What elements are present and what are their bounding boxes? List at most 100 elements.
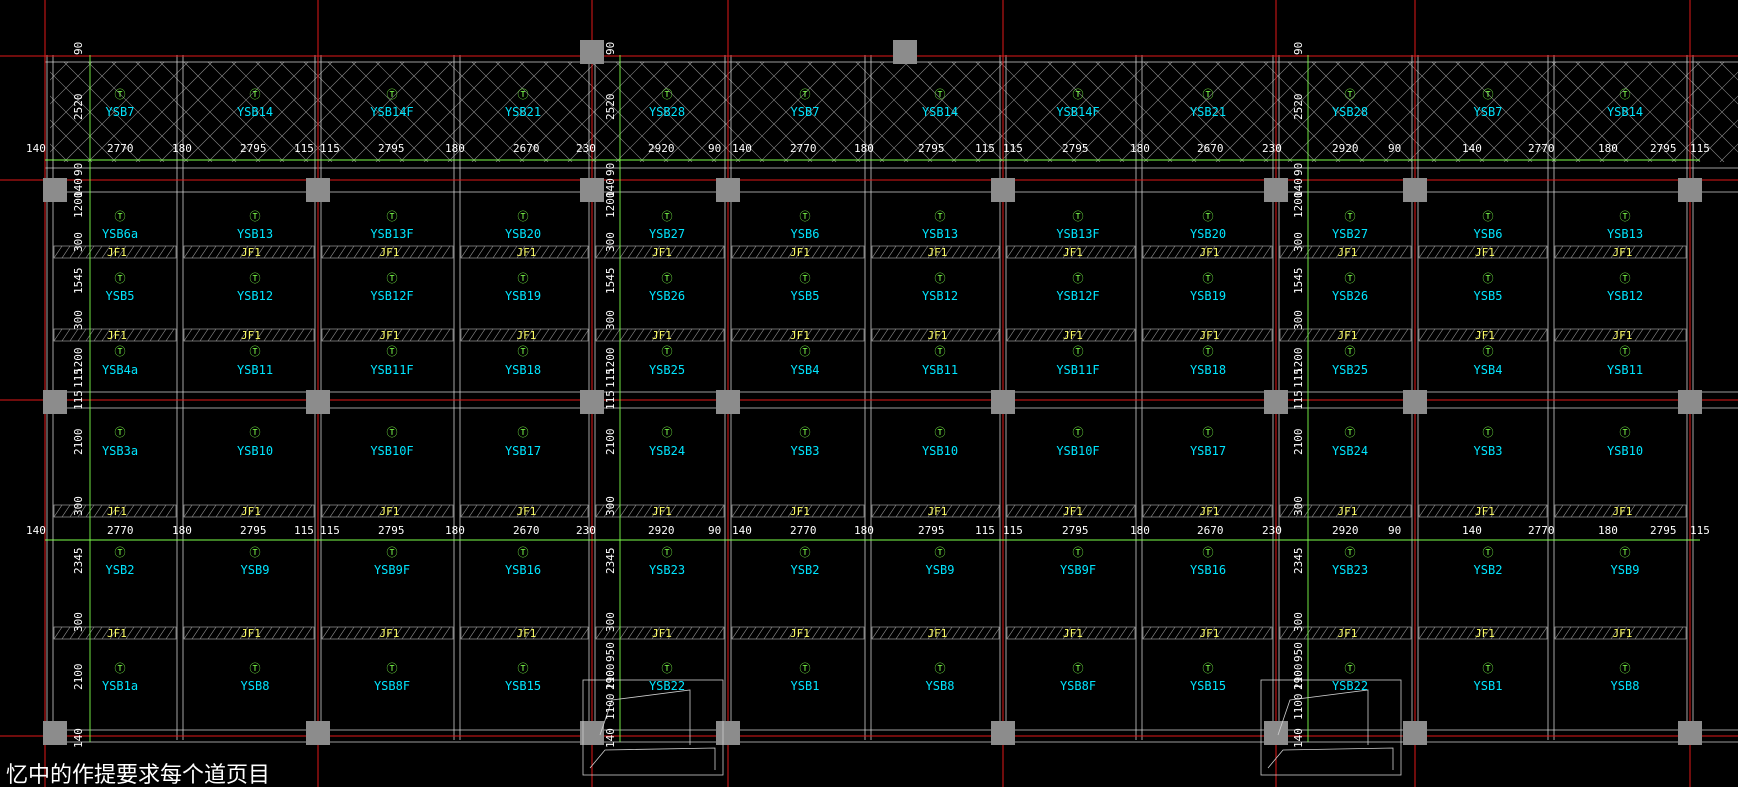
joint-hatch — [109, 504, 119, 518]
joint-hatch — [1383, 626, 1393, 640]
joint-hatch — [1327, 245, 1337, 259]
hatch-lines — [50, 62, 1738, 162]
hatch-line — [1359, 62, 1461, 162]
joint-hatch — [903, 245, 913, 259]
joint-hatch — [1078, 504, 1088, 518]
joint-hatch — [811, 626, 821, 640]
joint-hatch — [1434, 245, 1444, 259]
panel-label: YSB5 — [106, 289, 135, 303]
joint-hatch — [572, 245, 582, 259]
panel-symbol-icon: Ⓣ — [387, 546, 398, 559]
column-block — [716, 721, 740, 745]
joint-hatch — [755, 328, 765, 342]
joint-hatch — [385, 328, 395, 342]
joint-hatch — [1062, 245, 1072, 259]
joint-hatch — [468, 504, 478, 518]
dimension-label: 90 — [604, 163, 617, 176]
panel-label: YSB14 — [237, 105, 273, 119]
stair-line — [1267, 747, 1394, 770]
joint-hatch — [1650, 328, 1660, 342]
joint-hatch — [263, 504, 273, 518]
joint-hatch — [1594, 504, 1604, 518]
joint-hatch — [755, 504, 765, 518]
panel-label: YSB27 — [649, 227, 685, 241]
joint-hatch — [1458, 328, 1468, 342]
joint-hatch — [1570, 245, 1580, 259]
panel-symbol-icon: Ⓣ — [935, 546, 946, 559]
joint-hatch — [1522, 504, 1532, 518]
panel-label: YSB11 — [1607, 363, 1643, 377]
panel-symbol-icon: Ⓣ — [1203, 345, 1214, 358]
dimension-label: 115 — [294, 524, 314, 537]
joint-hatch — [1030, 245, 1040, 259]
panel-label: YSB14F — [1056, 105, 1099, 119]
hatch-line — [50, 143, 69, 162]
joint-hatch — [1562, 328, 1572, 342]
joint-hatch — [1214, 626, 1224, 640]
joint-hatch — [361, 626, 371, 640]
joint-hatch — [919, 626, 929, 640]
joint-label: JF1 — [1200, 329, 1220, 342]
hatch-line — [279, 62, 381, 162]
joint-label: JF1 — [1200, 246, 1220, 259]
hatch-line — [135, 62, 237, 162]
panel-label: YSB9 — [1611, 563, 1640, 577]
joint-hatch — [1498, 328, 1508, 342]
joint-hatch — [1126, 504, 1136, 518]
panel-symbol-icon: Ⓣ — [1620, 345, 1631, 358]
column-block — [43, 721, 67, 745]
joint-hatch — [231, 626, 241, 640]
joint-hatch — [417, 504, 427, 518]
joint-hatch — [919, 504, 929, 518]
joint-hatch — [1498, 245, 1508, 259]
panel-label: YSB12F — [370, 289, 413, 303]
hatch-line — [687, 62, 789, 162]
hatch-line — [1527, 62, 1629, 162]
joint-label: JF1 — [652, 329, 672, 342]
joint-hatch — [1530, 626, 1540, 640]
panel-label: YSB6 — [791, 227, 820, 241]
joint-hatch — [580, 245, 590, 259]
joint-hatch — [635, 504, 645, 518]
dimension-label: 300 — [1292, 232, 1305, 252]
column-block — [1403, 178, 1427, 202]
joint-hatch — [651, 328, 661, 342]
column-block — [1403, 390, 1427, 414]
joint-hatch — [851, 245, 861, 259]
joint-hatch — [484, 504, 494, 518]
joint-hatch — [239, 328, 249, 342]
hatch-line — [1215, 62, 1317, 162]
joint-hatch — [1287, 328, 1297, 342]
panel-symbol-icon: Ⓣ — [1073, 88, 1084, 101]
joint-hatch — [101, 245, 111, 259]
joint-hatch — [271, 626, 281, 640]
joint-strip — [1142, 328, 1273, 342]
joint-hatch — [843, 626, 853, 640]
joint-hatch — [1650, 626, 1660, 640]
joint-hatch — [1102, 504, 1112, 518]
hatch-line — [423, 62, 525, 162]
joint-hatch — [516, 245, 526, 259]
joint-hatch — [1262, 504, 1272, 518]
panel-symbol-icon: Ⓣ — [800, 210, 811, 223]
joint-hatch — [1319, 245, 1329, 259]
joint-hatch — [595, 245, 605, 259]
joint-hatch — [1674, 504, 1684, 518]
joint-hatch — [927, 626, 937, 640]
dimension-label: 2920 — [1332, 142, 1359, 155]
joint-hatch — [1578, 245, 1588, 259]
panel-symbol-icon: Ⓣ — [115, 662, 126, 675]
joint-hatch — [468, 626, 478, 640]
panel-label: YSB11 — [922, 363, 958, 377]
joint-hatch — [1014, 504, 1024, 518]
hatch-line — [903, 62, 1005, 162]
joint-hatch — [1482, 626, 1492, 640]
joint-hatch — [1214, 245, 1224, 259]
dimension-label: 140 — [1292, 728, 1305, 748]
hatch-line — [1695, 119, 1738, 162]
joint-hatch — [1214, 328, 1224, 342]
panel-label: YSB4 — [1474, 363, 1503, 377]
joint-hatch — [1070, 626, 1080, 640]
joint-hatch — [247, 245, 257, 259]
joint-strip — [871, 504, 1000, 518]
